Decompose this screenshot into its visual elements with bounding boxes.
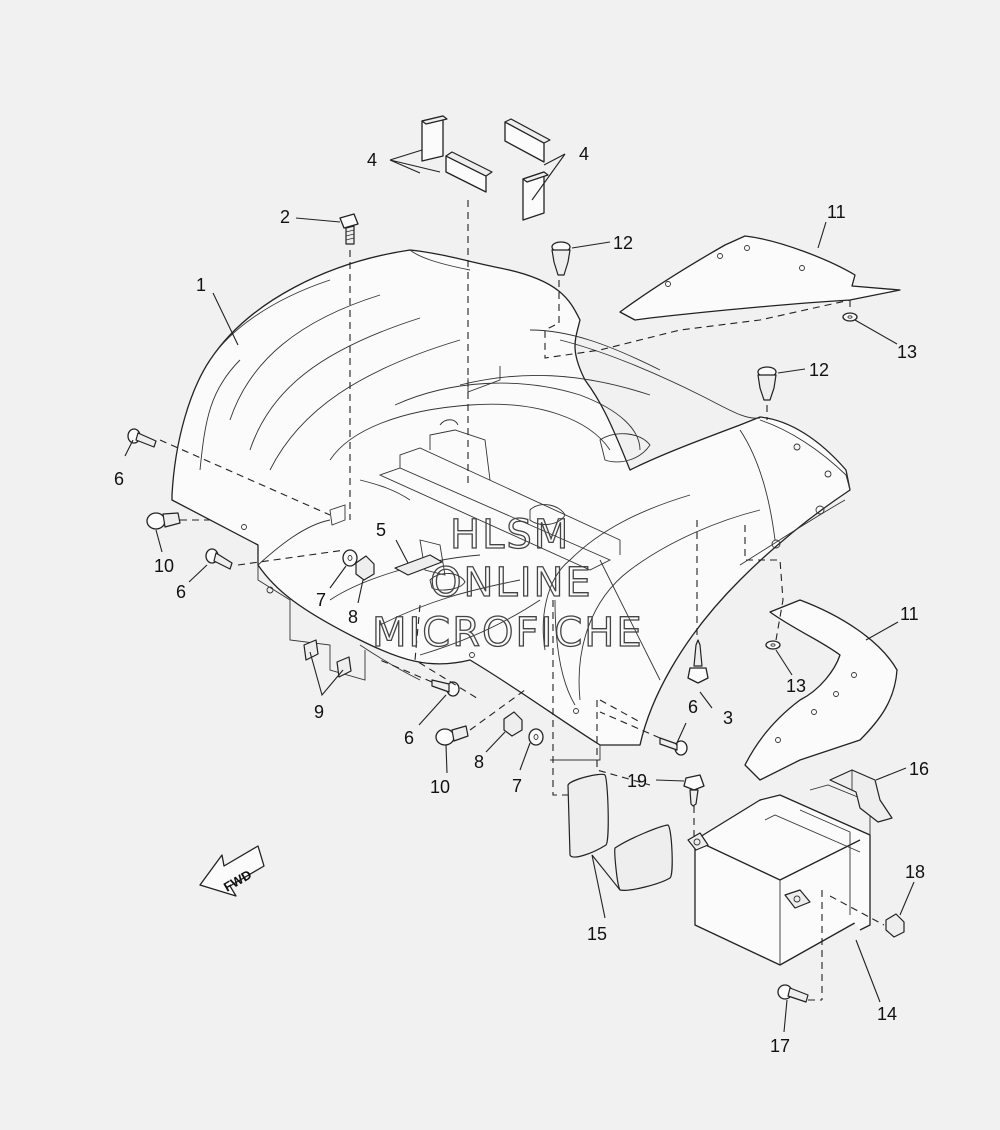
tail-light-part-14[interactable] <box>687 784 871 966</box>
callout-19: 19 <box>627 771 647 791</box>
assembly-dashed-lines <box>159 200 885 1001</box>
callout-7-b: 7 <box>512 776 522 796</box>
pad-part-4-right-b[interactable] <box>522 171 549 221</box>
clip-nut-part-9-b[interactable] <box>336 656 352 678</box>
callout-4-right: 4 <box>579 144 589 164</box>
reflector-part-15-a[interactable] <box>567 773 609 858</box>
watermark-line-1: HLSM <box>450 512 570 558</box>
bolt-part-6-a[interactable] <box>127 428 157 448</box>
bolt-part-17[interactable] <box>777 984 809 1003</box>
washer-part-7-b[interactable] <box>528 728 544 746</box>
callout-6-c: 6 <box>404 728 414 748</box>
push-rivet-part-12-a[interactable] <box>551 241 571 276</box>
bolt-part-6-c[interactable] <box>431 679 460 697</box>
callout-9: 9 <box>314 702 324 722</box>
bolt-part-6-b[interactable] <box>205 548 233 570</box>
watermark-line-2: ONLINE <box>430 560 593 606</box>
pad-part-4-right-a[interactable] <box>504 118 551 163</box>
callout-12-bottom: 12 <box>809 360 829 380</box>
forward-arrow-icon: FWD <box>199 845 265 897</box>
washer-part-7-a[interactable] <box>342 549 358 567</box>
washer-part-13-b[interactable] <box>765 640 781 650</box>
callout-2: 2 <box>280 207 290 227</box>
callout-14: 14 <box>877 1004 897 1024</box>
callout-13-bottom: 13 <box>786 676 806 696</box>
mud-guard-part-11-bottom[interactable] <box>744 599 898 781</box>
callout-8-a: 8 <box>348 607 358 627</box>
nut-part-8-a[interactable] <box>355 555 375 581</box>
callout-10-a: 10 <box>154 556 174 576</box>
screw-part-3[interactable] <box>687 639 709 684</box>
nut-part-8-b[interactable] <box>503 711 523 737</box>
rear-fender-part-1[interactable] <box>171 249 851 746</box>
callout-5: 5 <box>376 520 386 540</box>
nut-part-18[interactable] <box>885 913 905 938</box>
pad-part-4-left-a[interactable] <box>421 115 448 162</box>
callout-15: 15 <box>587 924 607 944</box>
clip-nut-part-9-a[interactable] <box>303 639 319 661</box>
callout-16: 16 <box>909 759 929 779</box>
callout-13-top: 13 <box>897 342 917 362</box>
callout-7-a: 7 <box>316 590 326 610</box>
callout-6-a: 6 <box>114 469 124 489</box>
watermark-line-3: MICROFICHE <box>372 610 644 656</box>
callout-8-b: 8 <box>474 752 484 772</box>
callout-leader-lines <box>124 149 915 1033</box>
bolt-part-6-d[interactable] <box>659 737 688 756</box>
clip-part-10-b[interactable] <box>435 725 469 746</box>
callout-1: 1 <box>196 275 206 295</box>
callout-18: 18 <box>905 862 925 882</box>
callout-11-top: 11 <box>827 202 846 222</box>
washer-part-13-a[interactable] <box>842 312 858 322</box>
callout-numbers: 1 2 3 4 4 5 6 6 6 6 7 7 8 8 9 10 10 11 1… <box>114 144 929 1056</box>
callout-11-bottom: 11 <box>900 604 919 624</box>
callout-10-b: 10 <box>430 777 450 797</box>
bracket-part-16[interactable] <box>829 769 893 823</box>
clip-part-10-a[interactable] <box>146 512 181 530</box>
bolt-part-2[interactable] <box>339 213 359 245</box>
callout-4-left: 4 <box>367 150 377 170</box>
watermark: HLSM ONLINE MICROFICHE <box>371 511 644 656</box>
callout-6-b: 6 <box>176 582 186 602</box>
push-rivet-part-12-b[interactable] <box>757 366 777 401</box>
mud-guard-part-11-top[interactable] <box>619 235 901 321</box>
callout-6-d: 6 <box>688 697 698 717</box>
callout-3: 3 <box>723 708 733 728</box>
callout-12-top: 12 <box>613 233 633 253</box>
plate-part-5[interactable] <box>394 554 443 576</box>
screw-part-19[interactable] <box>683 774 705 807</box>
callout-17: 17 <box>770 1036 790 1056</box>
reflector-part-15-b[interactable] <box>614 824 673 891</box>
pad-part-4-left-b[interactable] <box>445 151 493 193</box>
